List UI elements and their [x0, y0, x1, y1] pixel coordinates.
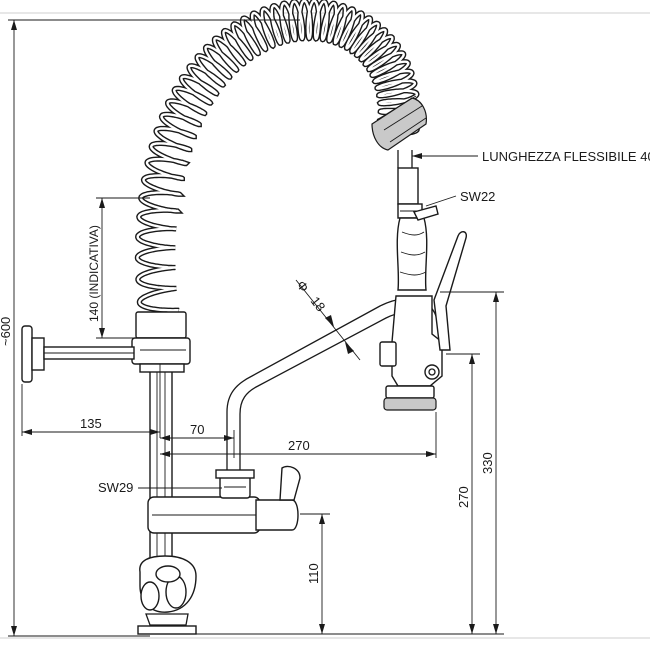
wall-bracket [21, 325, 135, 383]
dim-270-reach-label: 270 [288, 438, 310, 453]
hose-length-label: LUNGHEZZA FLESSIBILE 40cm [482, 149, 650, 164]
dim-140-label: 140 (INDICATIVA) [87, 225, 101, 322]
faucet-column [131, 311, 191, 606]
dimension-lines [8, 19, 504, 637]
dim-330-label: 330 [480, 452, 495, 474]
sw22-label: SW22 [460, 189, 495, 204]
sw29-label: SW29 [98, 480, 133, 495]
lower-tap-body [147, 465, 301, 534]
dim-600-label: ~600 [0, 317, 13, 346]
diameter-value: 18 [308, 294, 329, 315]
faucet-base [137, 555, 197, 635]
spring-coil [134, 0, 421, 318]
spray-hose [396, 150, 439, 291]
dim-70-label: 70 [190, 422, 204, 437]
spring-end-cap [371, 95, 427, 151]
dim-135-label: 135 [80, 416, 102, 431]
dim-110-label: 110 [306, 563, 321, 584]
spray-head [379, 231, 468, 411]
dim-270-height-label: 270 [456, 486, 471, 508]
